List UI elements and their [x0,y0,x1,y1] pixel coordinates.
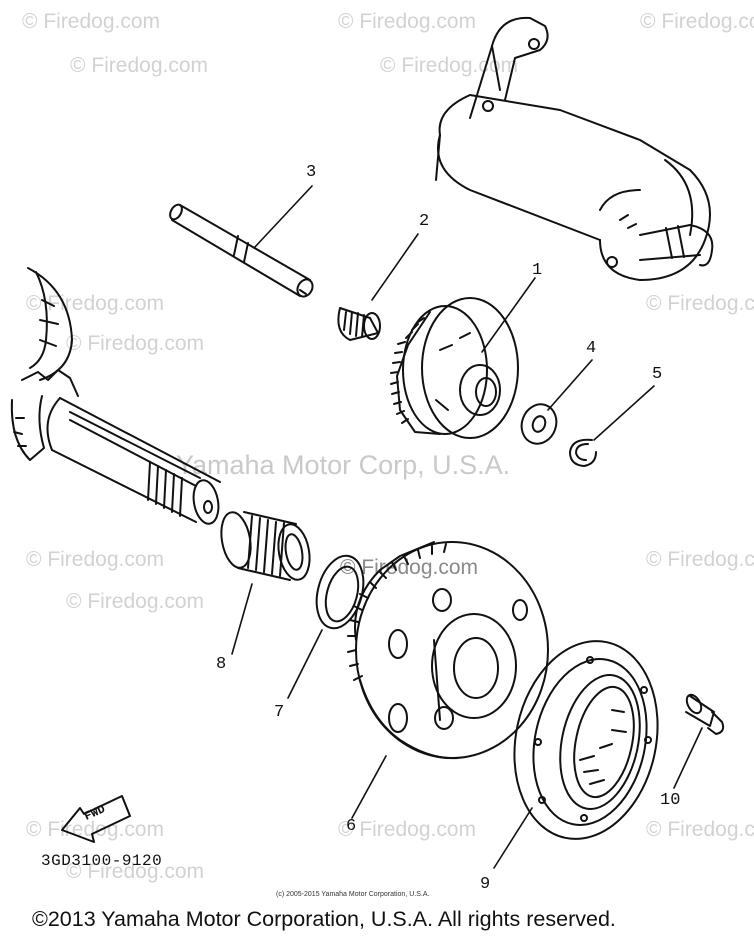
washer-7 [315,554,365,630]
bearing-2 [337,307,381,341]
callout-8: 8 [216,655,227,674]
fwd-arrow-icon [61,795,131,843]
circlip-5 [569,438,597,467]
starter-motor [435,16,714,281]
callout-1: 1 [532,261,543,280]
callout-5: 5 [652,365,663,384]
washer-4 [520,403,558,445]
callout-7: 7 [274,703,285,722]
copyright-notice: ©2013 Yamaha Motor Corporation, U.S.A. A… [32,907,616,931]
callout-3: 3 [306,163,317,182]
crankshaft [10,267,221,525]
bolt-10 [685,693,725,735]
shaft-3 [169,203,314,298]
bearing-8 [220,511,311,581]
callout-9: 9 [480,875,491,894]
callout-10: 10 [660,791,681,810]
leader-lines [231,185,703,869]
wheel-gear-6 [347,541,549,760]
small-copyright: (c) 2005-2015 Yamaha Motor Corporation, … [276,891,430,898]
callout-4: 4 [586,339,597,358]
callout-2: 2 [419,212,430,231]
callout-6: 6 [346,817,357,836]
clutch-9 [513,640,659,840]
diagram-code: 3GD3100-9120 [41,852,163,870]
starter-gear-1 [390,297,519,439]
